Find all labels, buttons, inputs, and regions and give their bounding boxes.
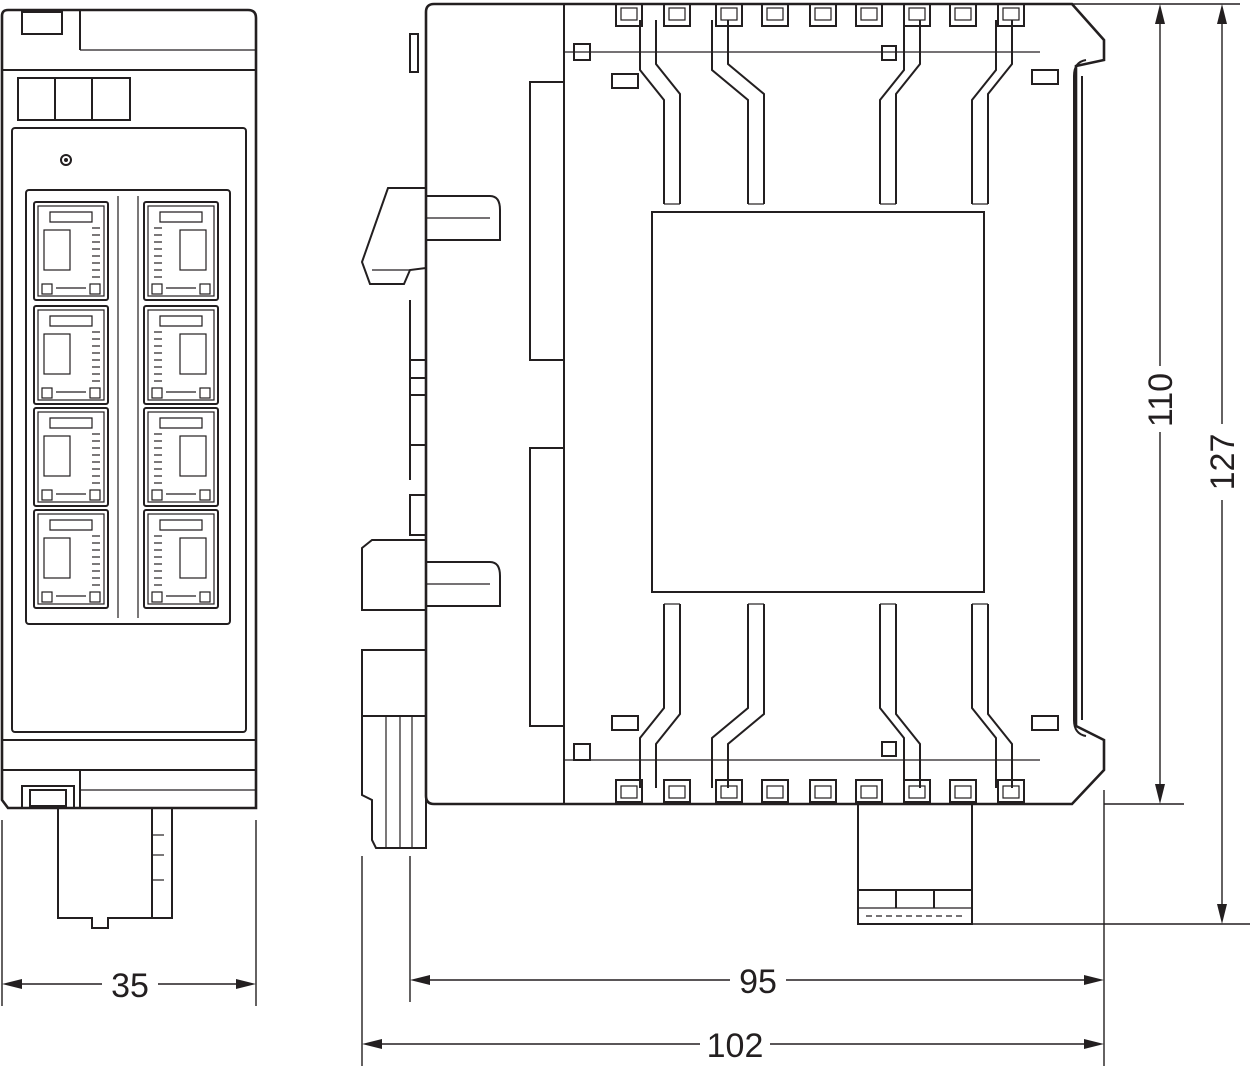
dim-height-total: 127 (1204, 434, 1242, 491)
pin (663, 3, 691, 27)
pin (761, 3, 789, 27)
pin (949, 779, 977, 803)
rj45-port-icon (33, 509, 109, 609)
front-panel (11, 127, 247, 733)
pin (903, 3, 931, 27)
front-view (0, 8, 258, 929)
rj45-port-icon (143, 201, 219, 301)
side-terminal (857, 804, 973, 925)
pin (809, 3, 837, 27)
dim-width-front: 35 (111, 967, 149, 1005)
bottom-pins (615, 779, 1025, 803)
top-pins (615, 3, 1025, 27)
pin (855, 3, 883, 27)
dim-height-body: 110 (1142, 373, 1180, 427)
rj45-port-icon (143, 305, 219, 405)
cooling-ribs-upper (639, 20, 1013, 205)
pin (615, 779, 643, 803)
led-block (17, 77, 131, 121)
dim-depth-rail: 95 (739, 963, 777, 1001)
rj45-port-icon (33, 407, 109, 507)
side-view (360, 2, 1106, 925)
cooling-ribs-lower (639, 603, 1013, 788)
dimension-lines: 35 95 102 110 127 (1, 3, 1250, 1066)
pin (615, 3, 643, 27)
pin (761, 779, 789, 803)
pin (855, 779, 883, 803)
pin (663, 779, 691, 803)
rj45-port-icon (33, 201, 109, 301)
dim-depth-total: 102 (707, 1027, 764, 1065)
label-plate (651, 211, 985, 593)
pin (903, 779, 931, 803)
rj45-port-icon (143, 407, 219, 507)
pin (809, 779, 837, 803)
rj45-port-icon (143, 509, 219, 609)
rj45-ports (33, 201, 219, 609)
pin (949, 3, 977, 27)
port-frame (25, 189, 231, 625)
rj45-port-icon (33, 305, 109, 405)
front-terminal (57, 807, 173, 929)
status-led-icon (60, 154, 72, 166)
